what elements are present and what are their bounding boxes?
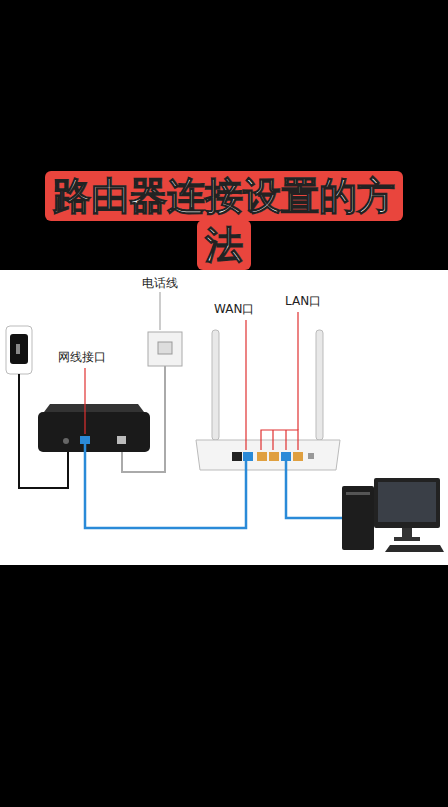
cable-label: 电话线 [140,276,180,290]
port-label: LAN口 [283,294,323,308]
port-label: 网线接口 [56,350,108,364]
port-label: WAN口 [212,302,256,316]
title-banner: 路由器连接设置的方法 [36,172,412,271]
title-text: 路由器连接设置的方法 [45,171,403,270]
